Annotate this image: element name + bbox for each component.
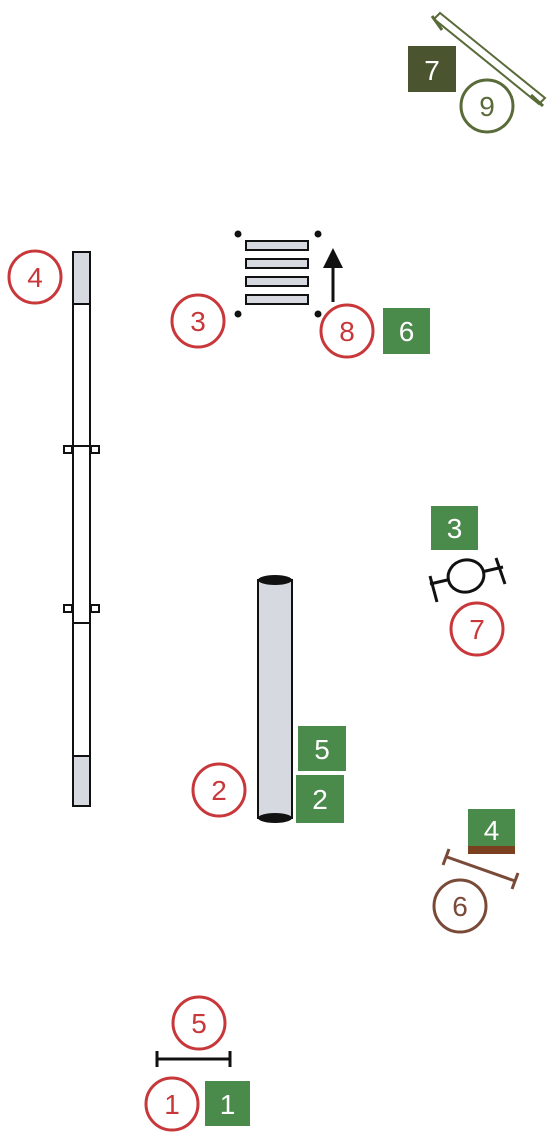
svg-text:9: 9 (479, 91, 495, 122)
circle-number-3: 3 (170, 293, 226, 349)
svg-text:5: 5 (314, 734, 330, 765)
direction-arrow-up-icon (323, 248, 343, 302)
square-number-4: 4 (468, 809, 515, 854)
svg-text:2: 2 (312, 784, 328, 815)
svg-text:2: 2 (211, 775, 227, 806)
svg-text:7: 7 (469, 614, 485, 645)
circle-number-9: 9 (459, 78, 515, 134)
circle-number-5: 5 (171, 995, 227, 1051)
circle-number-8: 8 (319, 303, 375, 359)
svg-text:8: 8 (339, 316, 355, 347)
tunnel-obstacle (257, 575, 293, 823)
svg-text:4: 4 (27, 262, 43, 293)
svg-text:3: 3 (447, 513, 463, 544)
square-number-2: 2 (296, 775, 344, 823)
svg-text:4: 4 (484, 815, 500, 846)
circle-number-6: 6 (432, 878, 488, 934)
square-number-5: 5 (298, 726, 346, 771)
bar-jump-top (430, 11, 547, 108)
bar-jump-right (441, 848, 520, 890)
svg-text:7: 7 (424, 55, 440, 86)
table-obstacle (234, 230, 322, 318)
svg-text:5: 5 (191, 1008, 207, 1039)
dogwalk-obstacle (63, 251, 100, 807)
circle-number-1: 1 (144, 1076, 200, 1132)
svg-text:3: 3 (190, 306, 206, 337)
svg-text:1: 1 (164, 1089, 180, 1120)
svg-text:6: 6 (452, 891, 468, 922)
svg-text:1: 1 (220, 1089, 236, 1120)
circle-number-7: 7 (449, 601, 505, 657)
circle-number-2: 2 (191, 762, 247, 818)
square-number-1: 1 (205, 1081, 250, 1126)
circle-number-4: 4 (7, 249, 63, 305)
square-number-3: 3 (431, 506, 478, 550)
bar-jump-bottom (155, 1051, 232, 1067)
square-number-6: 6 (383, 308, 430, 354)
tire-jump-obstacle (428, 557, 507, 603)
square-number-7: 7 (408, 46, 456, 92)
svg-text:6: 6 (399, 316, 415, 347)
